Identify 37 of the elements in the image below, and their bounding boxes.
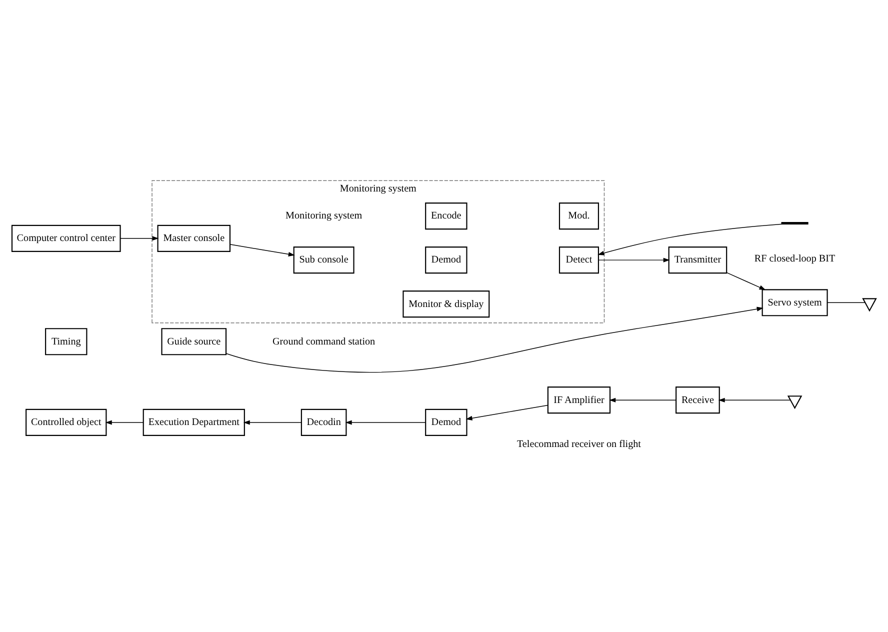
arrow bbox=[226, 306, 764, 373]
node-box: Mod. bbox=[558, 202, 599, 230]
arrow bbox=[105, 420, 144, 425]
label: Ground command station bbox=[272, 336, 376, 348]
label: RF closed-loop BIT bbox=[754, 253, 836, 264]
node-box: Timing bbox=[45, 328, 88, 356]
node-box: Receive bbox=[676, 386, 720, 414]
node-box: Demod bbox=[425, 408, 468, 436]
arrow bbox=[345, 420, 426, 425]
connector bbox=[827, 302, 866, 303]
node-box: Transmitter bbox=[668, 246, 728, 274]
arrow bbox=[120, 236, 159, 241]
node-bar bbox=[781, 222, 808, 225]
node-box: IF Amplifier bbox=[547, 386, 611, 414]
node-box: Sub console bbox=[293, 246, 354, 274]
arrow bbox=[230, 244, 295, 256]
node-box: Controlled object bbox=[26, 408, 107, 436]
node-box: Execution Department bbox=[142, 408, 245, 436]
node-box: Decodin bbox=[300, 408, 347, 436]
arrow bbox=[726, 272, 766, 290]
label: Telecommad receiver on flight bbox=[516, 438, 641, 450]
arrow bbox=[243, 420, 302, 425]
arrow bbox=[609, 398, 676, 402]
node-box: Encode bbox=[425, 202, 468, 230]
arrow bbox=[598, 258, 670, 262]
node-box: Servo system bbox=[762, 289, 828, 316]
node-box: Detect bbox=[558, 246, 599, 274]
node-box: Guide source bbox=[161, 328, 227, 356]
node-box: Demod bbox=[425, 246, 468, 274]
arrow bbox=[466, 404, 548, 420]
node-box: Monitor & display bbox=[402, 290, 490, 318]
node-antenna bbox=[862, 298, 877, 312]
arrow bbox=[598, 224, 784, 256]
node-antenna bbox=[787, 396, 802, 410]
node-box: Master console bbox=[157, 224, 231, 252]
arrow bbox=[718, 398, 791, 402]
node-box: Computer control center bbox=[11, 224, 121, 252]
